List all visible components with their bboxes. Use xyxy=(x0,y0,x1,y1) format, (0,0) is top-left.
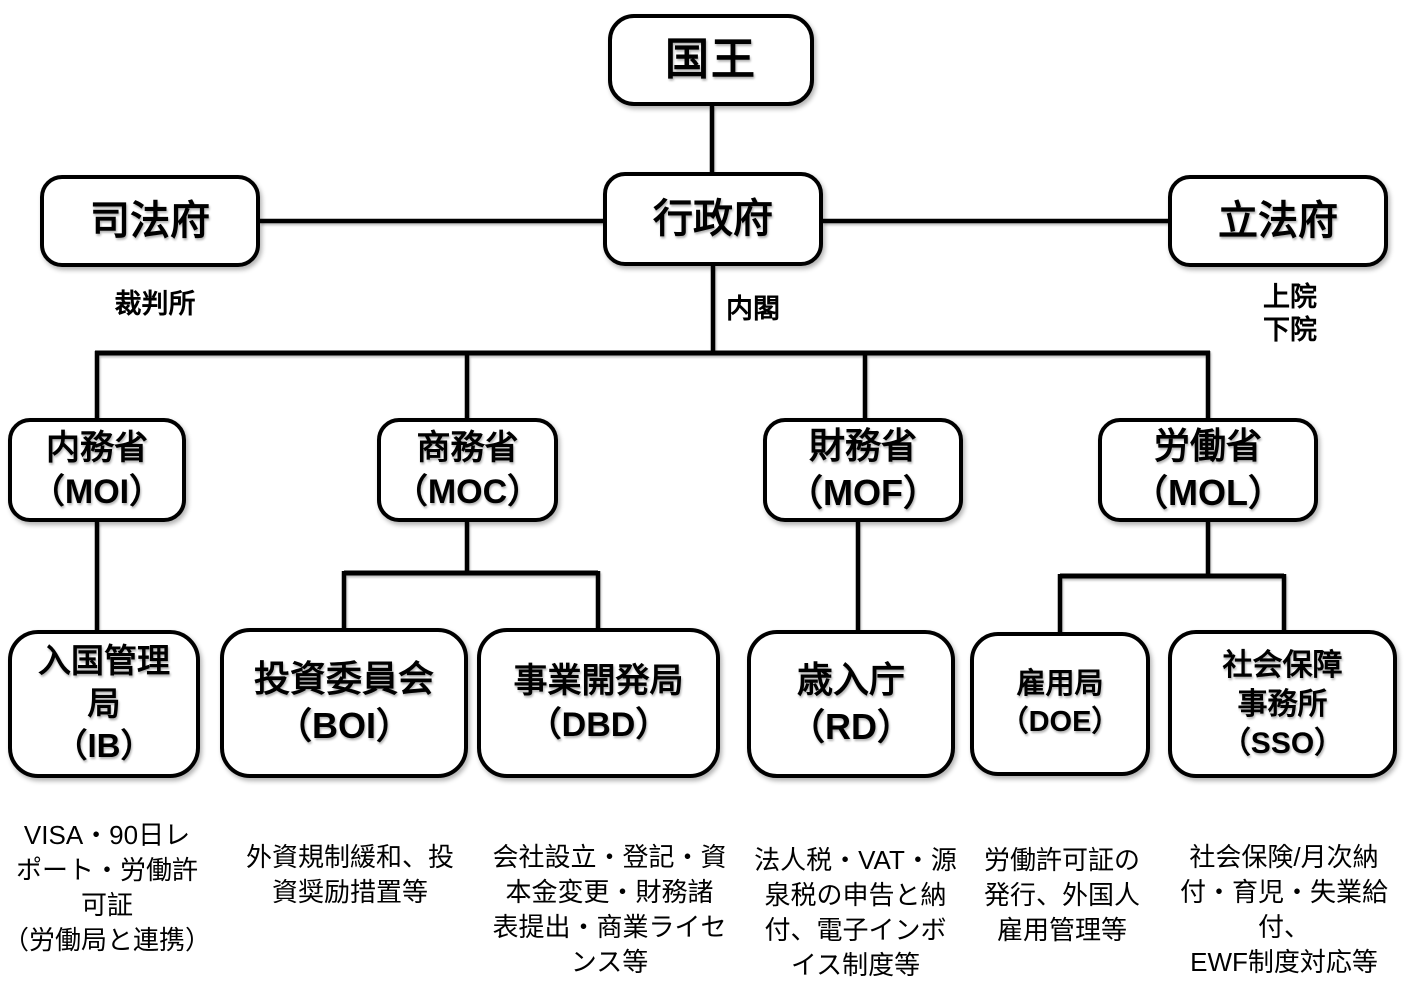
node-boi: 投資委員会 （BOI） xyxy=(220,628,468,778)
label-courts: 裁判所 xyxy=(114,289,196,319)
label-cabinet: 内閣 xyxy=(726,294,780,324)
desc-boi: 外資規制緩和、投 資奨励措置等 xyxy=(245,842,454,907)
node-dbd: 事業開発局 （DBD） xyxy=(477,628,720,778)
desc-sso: 社会保険/月次納 付・育児・失業給付、 EWF制度対応等 xyxy=(1179,842,1388,977)
label-houses: 上院 下院 xyxy=(1263,282,1317,345)
desc-dbd: 会社設立・登記・資 本金変更・財務諸 表提出・商業ライセ ンス等 xyxy=(492,842,727,977)
node-judiciary: 司法府 xyxy=(40,175,260,267)
node-doe: 雇用局 （DOE） xyxy=(970,632,1150,776)
node-mol: 労働省 （MOL） xyxy=(1098,418,1318,522)
node-sso: 社会保障 事務所 （SSO） xyxy=(1168,630,1397,778)
node-rd: 歳入庁 （RD） xyxy=(747,630,955,778)
node-mof: 財務省 （MOF） xyxy=(763,418,963,522)
node-executive: 行政府 xyxy=(603,172,823,266)
desc-doe: 労働許可証の 発行、外国人 雇用管理等 xyxy=(983,845,1140,945)
node-legislative: 立法府 xyxy=(1168,175,1388,267)
node-moc: 商務省 （MOC） xyxy=(377,418,558,522)
node-ib: 入国管理 局 （IB） xyxy=(8,630,200,778)
node-moi: 内務省 （MOI） xyxy=(8,418,186,522)
node-king: 国王 xyxy=(608,14,814,106)
desc-ib: VISA・90日レ ポート・労働許 可証 （労働局と連携） xyxy=(2,820,211,955)
desc-rd: 法人税・VAT・源 泉税の申告と納 付、電子インボ イス制度等 xyxy=(754,845,957,980)
